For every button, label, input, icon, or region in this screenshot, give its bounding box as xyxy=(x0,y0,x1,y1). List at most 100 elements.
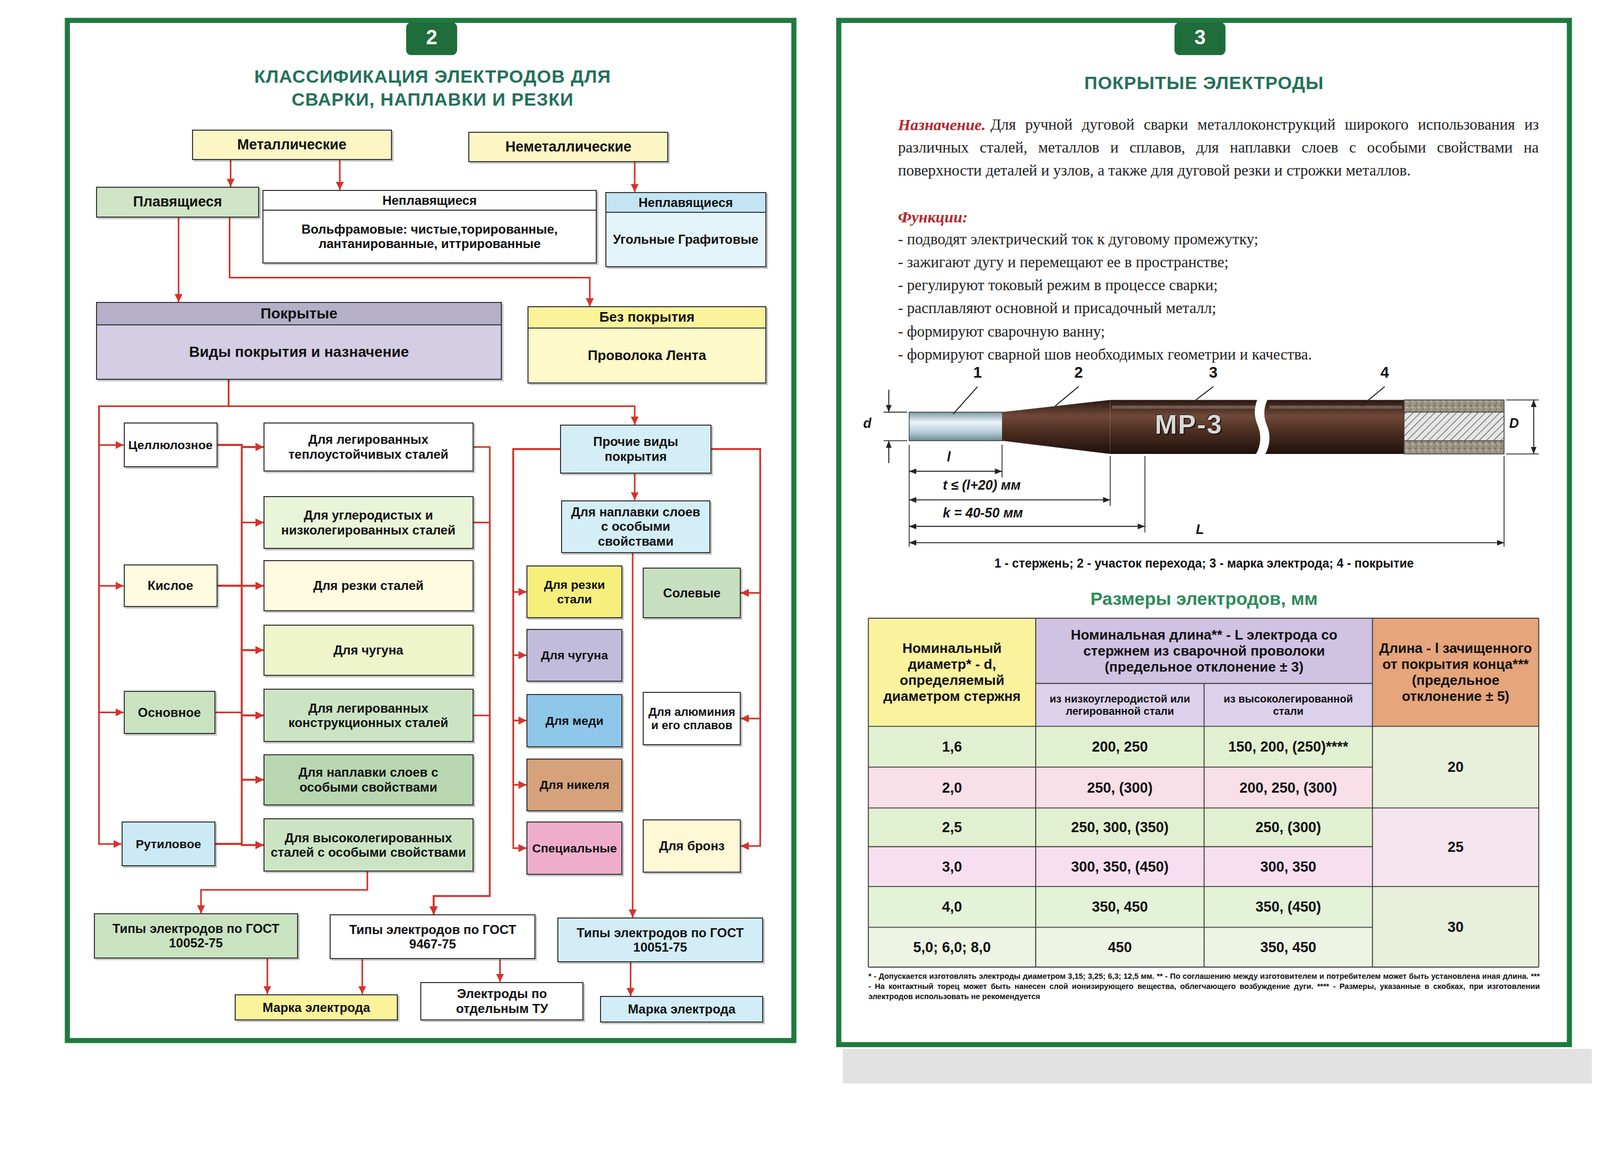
page-badge xyxy=(1174,22,1226,55)
page-shadow xyxy=(842,1048,1592,1084)
class-box: НеплавящиесяВольфрамовые: чистые,ториров… xyxy=(262,189,598,264)
box-text: Вольфрамовые: чистые,торированные, ланта… xyxy=(263,210,597,262)
table-cell: 250, (300) xyxy=(1204,808,1373,847)
box-heading: Неметаллические xyxy=(469,137,668,157)
body-text: - зажигают дугу и перемещают ее в простр… xyxy=(898,250,1540,274)
connector-arrow xyxy=(217,446,264,586)
table-cell: 300, 350, (450) xyxy=(1035,846,1205,887)
table-header-cell xyxy=(1035,618,1373,684)
table-header: Номинальный диаметр* - d, определяемый д… xyxy=(868,618,1036,727)
figure-caption: 1 - стержень; 2 - участок перехода; 3 - … xyxy=(888,556,1521,572)
box-heading: Марка электрода xyxy=(601,1000,763,1019)
connector-arrow xyxy=(215,446,264,844)
dimension-line xyxy=(1533,400,1535,454)
class-box: Прочие виды покрытия xyxy=(560,424,711,474)
connector-arrow xyxy=(217,444,264,651)
class-box: Для бронз xyxy=(642,819,741,872)
class-box: Целлюлозное xyxy=(123,422,218,468)
connector-arrow xyxy=(513,449,560,592)
connector-arrow xyxy=(215,522,264,845)
connector-arrow xyxy=(215,715,264,844)
box-heading: Целлюлозное xyxy=(124,436,217,454)
connector-arrow xyxy=(433,522,490,915)
table-cell: 30 xyxy=(1372,886,1539,968)
dimension-line xyxy=(909,470,1003,472)
table-cell: 4,0 xyxy=(868,886,1036,928)
box-heading: Марка электрода xyxy=(235,998,397,1017)
connector-arrow xyxy=(632,553,634,918)
connector-arrow xyxy=(711,449,761,719)
dimension-label: l xyxy=(947,449,962,465)
connector-arrow xyxy=(215,650,264,845)
class-box: Для меди xyxy=(526,693,623,747)
connector-arrow xyxy=(215,712,264,780)
connector-arrow xyxy=(215,522,264,713)
body-text: - расплавляют основной и присадочный мет… xyxy=(898,296,1540,320)
table-cell: 200, 250 xyxy=(1035,726,1205,768)
class-box: Кислое xyxy=(123,564,218,607)
box-heading: Для углеродистых и низколегированных ста… xyxy=(264,506,473,539)
box-text: Угольные Графитовые xyxy=(606,212,766,267)
connector-arrow xyxy=(99,379,229,845)
table-header: из низкоуглеродистой или легированной ст… xyxy=(1035,683,1205,727)
class-box: Для высоколегированных сталей с особыми … xyxy=(263,818,474,871)
table-row xyxy=(868,926,1373,967)
connector-arrow xyxy=(217,522,264,587)
page-heading: ПОКРЫТЫЕ ЭЛЕКТРОДЫ xyxy=(1000,71,1408,95)
connector-arrow xyxy=(215,650,264,713)
body-text: Для ручной дуговой сварки металлоконстру… xyxy=(898,113,1540,182)
class-box: Для углеродистых и низколегированных ста… xyxy=(263,496,474,549)
table-cell xyxy=(1372,808,1539,887)
dimension-label: d xyxy=(863,415,880,431)
box-heading: Для высоколегированных сталей с особыми … xyxy=(264,828,473,862)
box-heading: Неплавящиеся xyxy=(606,193,766,214)
page-number: 3 xyxy=(1181,24,1219,51)
class-box: Типы электродов по ГОСТ 10051-75 xyxy=(557,917,764,963)
callout-number: 4 xyxy=(1374,364,1395,382)
dimension-line xyxy=(909,525,1146,527)
box-heading: Кислое xyxy=(124,576,217,595)
box-heading: Для легированных теплоустойчивых сталей xyxy=(264,430,473,463)
extension-line xyxy=(883,400,1539,547)
table-cell: 3,0 xyxy=(868,846,1036,887)
connector-arrow xyxy=(177,217,180,303)
connector-arrow xyxy=(99,379,229,586)
electrode-marking: МР-3 xyxy=(1137,410,1240,440)
class-box: Неметаллические xyxy=(468,131,669,163)
box-heading: Для резки стали xyxy=(527,576,622,608)
page-frames xyxy=(67,20,1592,1084)
class-box: Специальные xyxy=(526,821,623,875)
lead-word: Назначение. xyxy=(898,113,987,136)
footnote: * - Допускается изготовлять электроды ди… xyxy=(868,971,1540,1002)
table-row xyxy=(868,726,1373,767)
table-cell: 20 xyxy=(1372,726,1539,808)
table-cell xyxy=(1372,886,1539,967)
connector-arrow xyxy=(433,446,490,915)
connector-arrow xyxy=(711,449,761,594)
table-cell: 2,5 xyxy=(868,808,1036,847)
table-cell: 350, (450) xyxy=(1204,886,1373,928)
box-heading: Металлические xyxy=(193,134,391,155)
connector-arrow xyxy=(217,444,264,716)
connector-arrow xyxy=(217,585,264,780)
class-box: Плавящиеся xyxy=(96,186,260,218)
table-cell: 5,0; 6,0; 8,0 xyxy=(868,927,1036,968)
connector-arrow xyxy=(201,871,368,914)
box-text: Виды покрытия и назначение xyxy=(97,325,501,379)
electrode-illustration xyxy=(883,386,1539,547)
body-text: - подводят электрический ток к дуговому … xyxy=(898,227,1540,251)
diagram-title: КЛАССИФИКАЦИЯ ЭЛЕКТРОДОВ ДЛЯ СВАРКИ, НАП… xyxy=(226,65,639,111)
connector-arrow xyxy=(215,585,264,844)
body-text: - регулируют токовый режим в процессе св… xyxy=(898,273,1540,297)
class-box: Основное xyxy=(123,690,216,734)
connector-arrow xyxy=(339,160,341,190)
table-cell xyxy=(1372,726,1539,808)
connector-arrow xyxy=(634,473,636,501)
table-cell: 150, 200, (250)**** xyxy=(1204,726,1373,768)
connector-arrow xyxy=(266,958,269,995)
connector-arrow xyxy=(433,715,490,915)
box-heading: Основное xyxy=(124,703,215,722)
table-header: Длина - l зачищенного от покрытия конца*… xyxy=(1372,618,1539,727)
connector-arrow xyxy=(228,379,635,425)
